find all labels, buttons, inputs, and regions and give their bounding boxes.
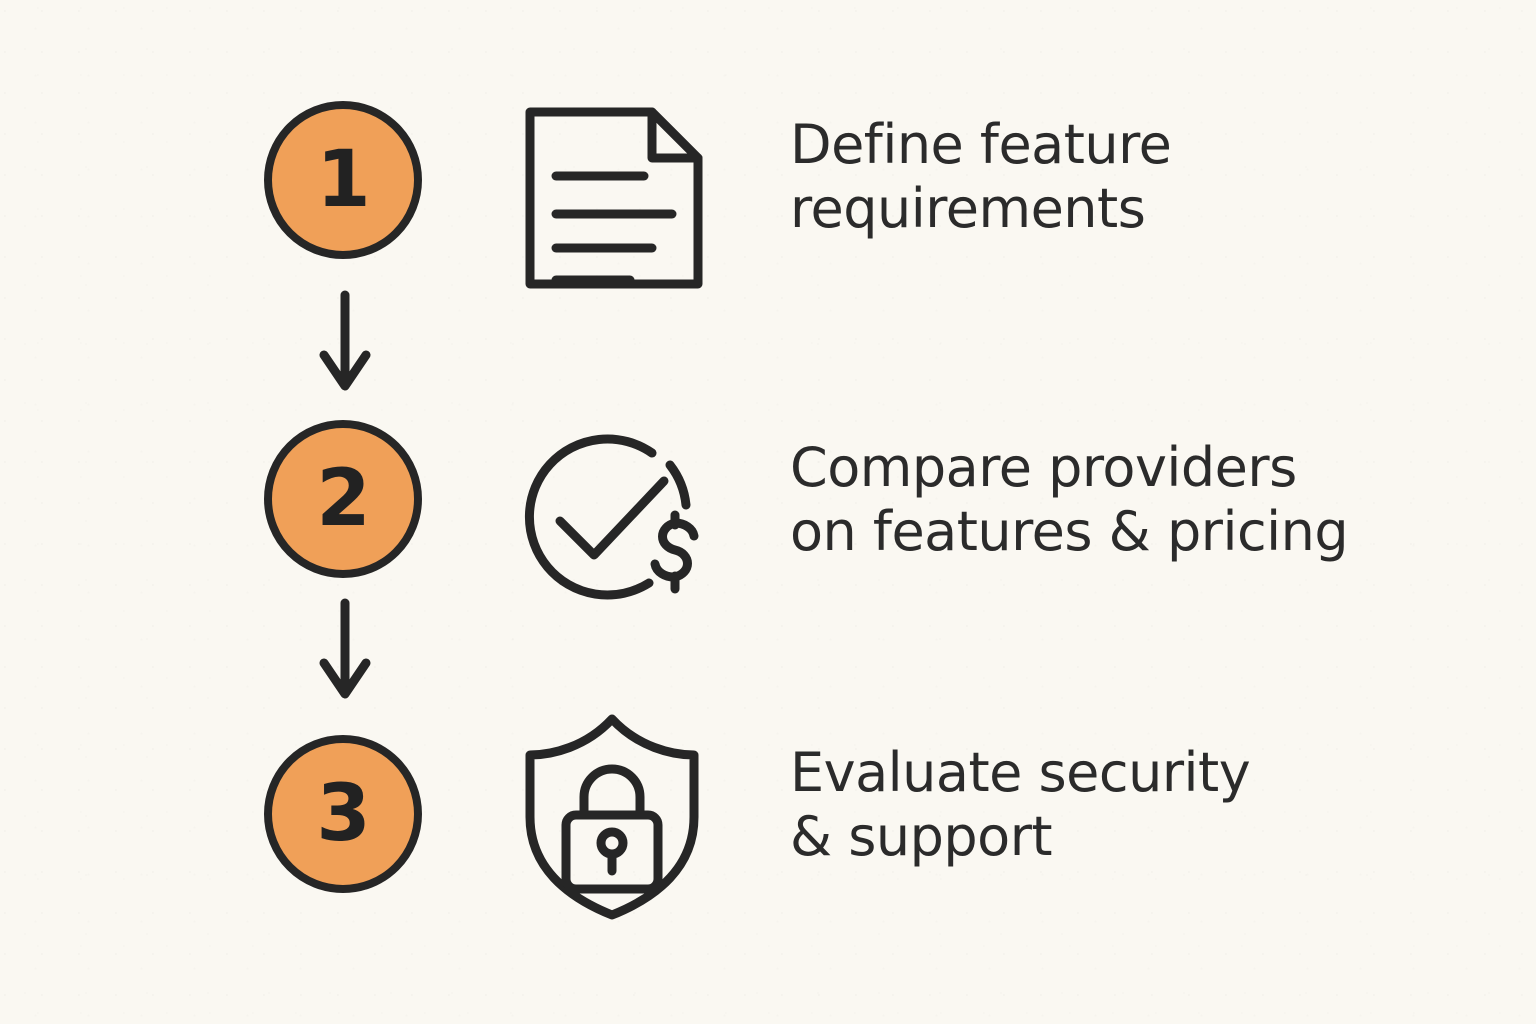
step-number-badge-2[interactable]: 2 (264, 420, 422, 578)
step-row-3: 3 Evaluate security & support (0, 714, 1536, 920)
arrow-down-icon (319, 290, 371, 391)
shield-lock-icon (525, 714, 699, 920)
document-icon (525, 107, 703, 288)
step-number-label-1: 1 (316, 135, 370, 225)
step-label-1: Define feature requirements (790, 113, 1172, 240)
step-number-badge-3[interactable]: 3 (264, 735, 422, 893)
step-number-label-3: 3 (316, 769, 370, 859)
step-number-badge-1[interactable]: 1 (264, 101, 422, 259)
step-row-1: 1 Define feature requirements (0, 85, 1536, 288)
step-icon-slot-2 (512, 413, 727, 628)
arrow-down-icon (319, 598, 371, 699)
step-icon-slot-1 (512, 90, 727, 305)
step-row-2: 2 Compare providers on fea (0, 408, 1536, 608)
step-number-label-2: 2 (316, 454, 370, 544)
step-label-2: Compare providers on features & pricing (790, 436, 1349, 563)
connector-arrow-1 (316, 290, 374, 400)
check-circle-dollar-icon (524, 434, 699, 600)
step-label-3: Evaluate security & support (790, 741, 1251, 868)
step-icon-slot-3 (512, 707, 727, 922)
connector-arrow-2 (316, 598, 374, 708)
